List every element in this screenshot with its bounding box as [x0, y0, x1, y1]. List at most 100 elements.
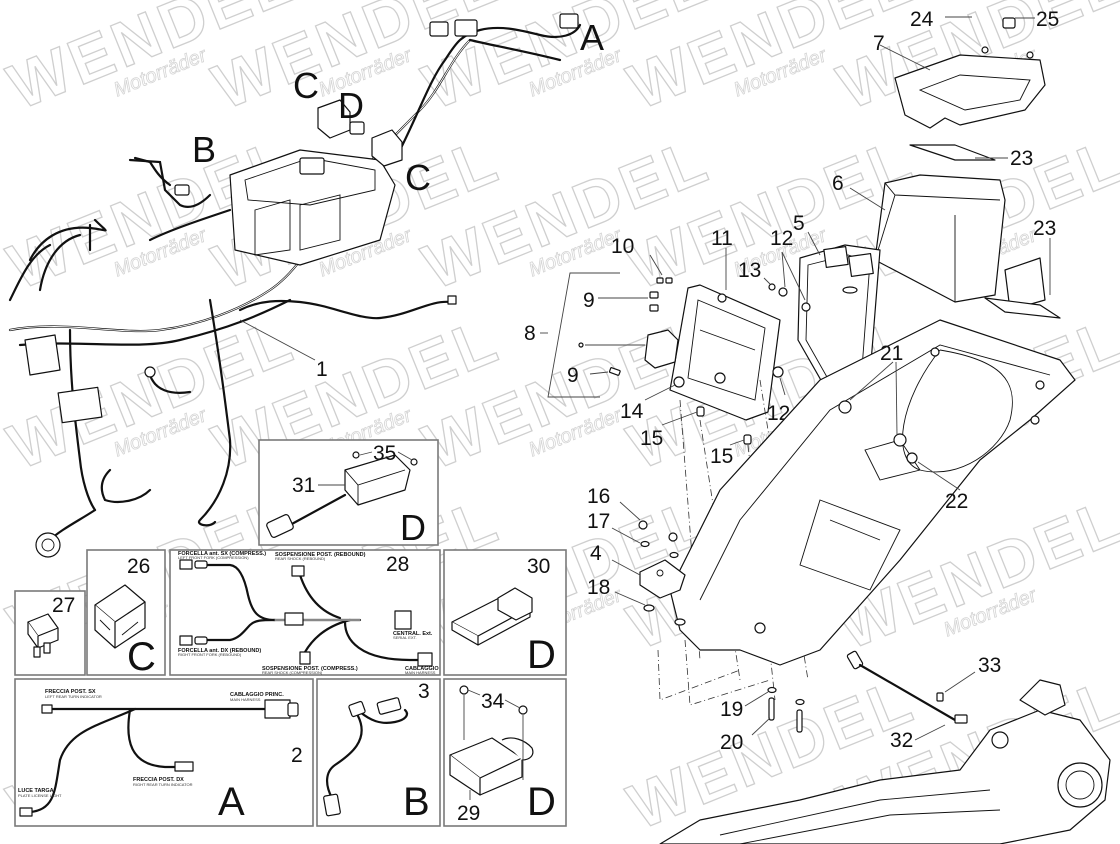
- callout-28[interactable]: 28: [386, 553, 409, 576]
- connector-3c: [323, 793, 341, 817]
- connector-3b: [376, 697, 402, 715]
- label-rear-compress: SOSPENSIONE POST. (COMPRESS.): [262, 666, 358, 672]
- tilt-sensor-4[interactable]: [639, 559, 686, 599]
- group-letter-d: D: [400, 507, 426, 548]
- callout-33[interactable]: 33: [978, 654, 1001, 677]
- connector-end: [447, 295, 457, 305]
- grommet-12b: [801, 302, 811, 312]
- group-letter-a: A: [580, 17, 604, 58]
- battery[interactable]: [874, 174, 1006, 303]
- screw-35b: [410, 458, 418, 466]
- connector-fork-right-b: [194, 636, 208, 645]
- callout-17[interactable]: 17: [587, 510, 610, 533]
- connector-plate-light: [19, 807, 33, 817]
- screw-35a: [352, 451, 360, 459]
- fuse-10: [656, 277, 664, 284]
- ecu-bracket[interactable]: [669, 284, 781, 421]
- clip-21b: [893, 433, 907, 447]
- label-front-left-fork-en: LEFT FRONT FORK (COMPRESSION): [178, 555, 249, 560]
- callout-14[interactable]: 14: [620, 400, 644, 423]
- callout-20[interactable]: 20: [720, 731, 743, 754]
- connector-rear-compress: [299, 651, 311, 665]
- washer-17b: [669, 551, 679, 559]
- connector-left-rear: [41, 704, 53, 714]
- relay-c2: [371, 129, 403, 167]
- callout-22[interactable]: 22: [945, 490, 968, 513]
- washer-18b: [674, 618, 686, 626]
- clip-22: [906, 452, 918, 464]
- spacer-15b: [743, 434, 752, 445]
- horn: [35, 532, 61, 558]
- callout-25[interactable]: 25: [1036, 8, 1059, 31]
- speed-sensor-32[interactable]: [846, 650, 968, 724]
- label-right-rear-indicator: FRECCIA POST. DX: [133, 777, 184, 783]
- callout-19[interactable]: 19: [720, 698, 743, 721]
- callout-6[interactable]: 6: [832, 172, 844, 195]
- callout-11[interactable]: 11: [711, 227, 733, 250]
- callout-31[interactable]: 31: [292, 474, 315, 497]
- label-right-rear-indicator-en: RIGHT REAR TURN INDICATOR: [133, 782, 193, 787]
- connector-right-rear: [174, 761, 194, 772]
- callout-29[interactable]: 29: [457, 802, 480, 825]
- fuse-blade: [33, 646, 41, 658]
- callout-34[interactable]: 34: [481, 690, 505, 713]
- callout-4[interactable]: 4: [590, 542, 602, 565]
- callout-10[interactable]: 10: [611, 235, 634, 258]
- callout-12[interactable]: 12: [770, 227, 793, 250]
- label-front-right-fork-en: RIGHT FRONT FORK (REBOUND): [178, 652, 242, 657]
- callout-13[interactable]: 13: [738, 259, 761, 282]
- callout-21[interactable]: 21: [880, 342, 903, 365]
- callout-30[interactable]: 30: [527, 555, 550, 578]
- nut-16b: [668, 532, 678, 542]
- label-main-harness: CABLAGGIO PRINC.: [230, 692, 284, 698]
- bolt-20b: [796, 709, 803, 733]
- connector-a1: [429, 21, 449, 37]
- callout-5[interactable]: 5: [793, 212, 805, 235]
- callout-15[interactable]: 15: [710, 445, 733, 468]
- label-rear-rebound: SOSPENSIONE POST. (REBOUND): [275, 552, 366, 558]
- callout-23[interactable]: 23: [1033, 217, 1056, 240]
- group-letter-c: C: [405, 157, 431, 198]
- engine-swingarm: [659, 679, 1111, 844]
- label-plate-light-en: PLATE LICENSE LIGHT: [18, 793, 62, 798]
- callout-3[interactable]: 3: [418, 680, 430, 703]
- connector-main-harness: [264, 699, 291, 719]
- grommet-12a: [778, 287, 788, 297]
- callout-27[interactable]: 27: [52, 594, 75, 617]
- label-rear-rebound-en: REAR SHOCK (REBOUND): [275, 556, 326, 561]
- callout-18[interactable]: 18: [587, 576, 610, 599]
- callout-2[interactable]: 2: [291, 744, 303, 767]
- callout-24[interactable]: 24: [910, 8, 934, 31]
- module-31[interactable]: [344, 454, 411, 506]
- connector-central: [394, 610, 412, 630]
- callout-32[interactable]: 32: [890, 729, 913, 752]
- callout-16[interactable]: 16: [587, 485, 610, 508]
- group-letter-c: C: [293, 65, 319, 106]
- callout-7[interactable]: 7: [873, 32, 885, 55]
- screw-24: [981, 46, 989, 54]
- callout-1[interactable]: 1: [316, 358, 328, 381]
- washer-18: [643, 604, 655, 612]
- screw-34b: [518, 705, 528, 715]
- callout-15[interactable]: 15: [640, 427, 663, 450]
- callout-26[interactable]: 26: [127, 555, 150, 578]
- callout-9[interactable]: 9: [567, 364, 579, 387]
- starter-relay[interactable]: [578, 277, 679, 376]
- label-left-rear-indicator: FRECCIA POST. SX: [45, 689, 96, 695]
- callout-8[interactable]: 8: [524, 322, 536, 345]
- callout-35[interactable]: 35: [373, 442, 396, 465]
- rear-frame-tray[interactable]: [669, 319, 1076, 666]
- module-left: [57, 386, 103, 424]
- battery-cover[interactable]: [894, 17, 1046, 129]
- inset-box-2: FRECCIA POST. SX LEFT REAR TURN INDICATO…: [14, 678, 314, 827]
- connector-fork-left-b: [194, 560, 208, 569]
- inset-box-29: 34 29 D: [443, 678, 567, 827]
- rubber-ring: [578, 342, 584, 348]
- main-wiring-harness[interactable]: [8, 13, 582, 558]
- callout-23[interactable]: 23: [1010, 147, 1033, 170]
- sensor-plug: [144, 366, 156, 378]
- pad-23-side: [1004, 257, 1046, 311]
- group-letter-a: A: [218, 780, 245, 824]
- callout-9[interactable]: 9: [583, 289, 595, 312]
- clip-21a: [838, 400, 852, 414]
